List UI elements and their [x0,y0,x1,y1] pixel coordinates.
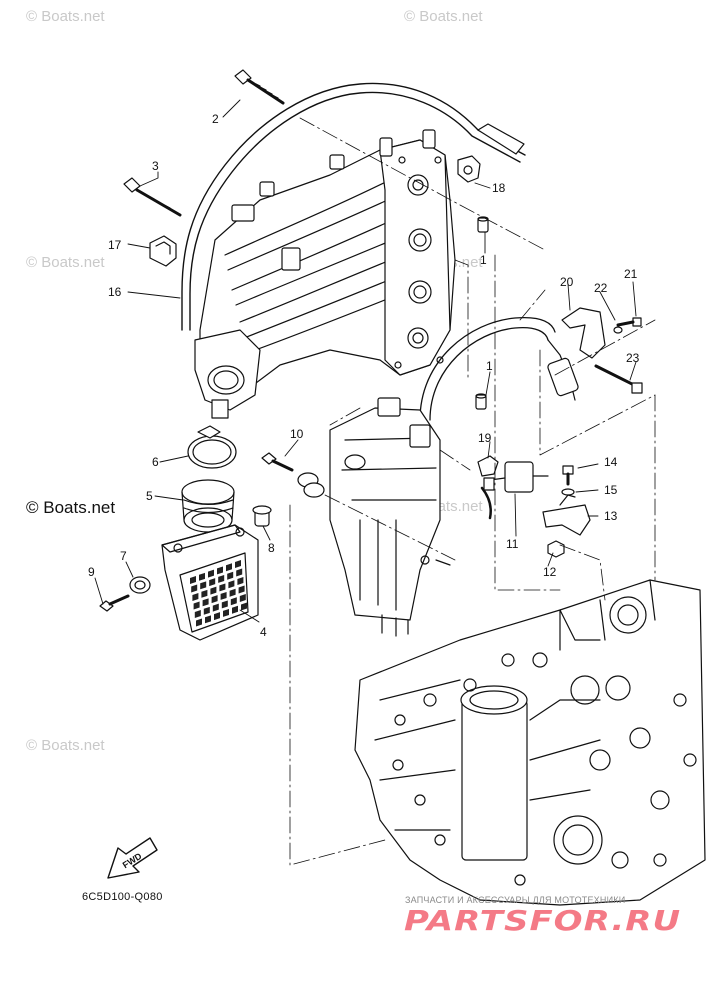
label-part-21: 21 [624,267,638,281]
brand-logo: PARTSFOR.RU [404,905,682,937]
intake-manifold [194,129,456,419]
label-part-1b: 1 [486,359,493,373]
label-part-2: 2 [212,112,219,126]
fwd-arrow-icon [107,837,158,879]
label-part-17: 17 [108,238,122,252]
label-part-15: 15 [604,483,618,497]
grommet-7 [129,576,151,594]
bolt-10 [261,452,294,472]
label-part-9: 9 [88,565,95,579]
label-part-23: 23 [626,351,640,365]
grommet-near-10 [297,472,325,498]
label-part-16: 16 [108,285,122,299]
part-labels: 2 3 17 16 18 1 1 19 20 21 22 23 14 15 13… [88,112,640,639]
label-part-19: 19 [478,431,492,445]
bracket-20 [561,307,606,359]
watermark-lower-left: © Boats.net [26,737,105,754]
watermark-top-left: © Boats.net [26,8,105,25]
label-part-3: 3 [152,159,159,173]
diagram-code: 6C5D100-Q080 [82,891,163,903]
clamp-6 [187,425,237,469]
label-part-5: 5 [146,489,153,503]
bolt-3 [123,177,182,217]
dowel-1 [475,216,489,410]
label-part-6: 6 [152,455,159,469]
label-part-10: 10 [290,427,304,441]
label-part-22: 22 [594,281,608,295]
brand-tagline: ЗАПЧАСТИ И АКСЕССУАРЫ ДЛЯ МОТОТЕХНИКИ [405,895,626,905]
watermark-top-right: © Boats.net [404,8,483,25]
label-part-4: 4 [260,625,267,639]
label-part-11: 11 [506,537,519,551]
watermark-main: © Boats.net [26,498,116,517]
intake-boot-5 [181,479,235,533]
valve-11 [480,461,549,520]
label-part-14: 14 [604,455,618,469]
bracket-13 [542,494,591,536]
label-part-13: 13 [604,509,618,523]
label-part-20: 20 [560,275,574,289]
label-part-8: 8 [268,541,275,555]
label-part-1a: 1 [480,253,487,267]
label-part-7: 7 [120,549,127,563]
collar-8 [252,505,272,527]
label-part-12: 12 [543,565,557,579]
bolt-9 [99,594,130,612]
watermark-mid-left: © Boats.net [26,254,105,271]
label-part-18: 18 [492,181,506,195]
engine-block [354,579,706,906]
bolt-2 [234,69,285,105]
vapor-separator [329,397,451,637]
fuel-hose [181,82,526,331]
